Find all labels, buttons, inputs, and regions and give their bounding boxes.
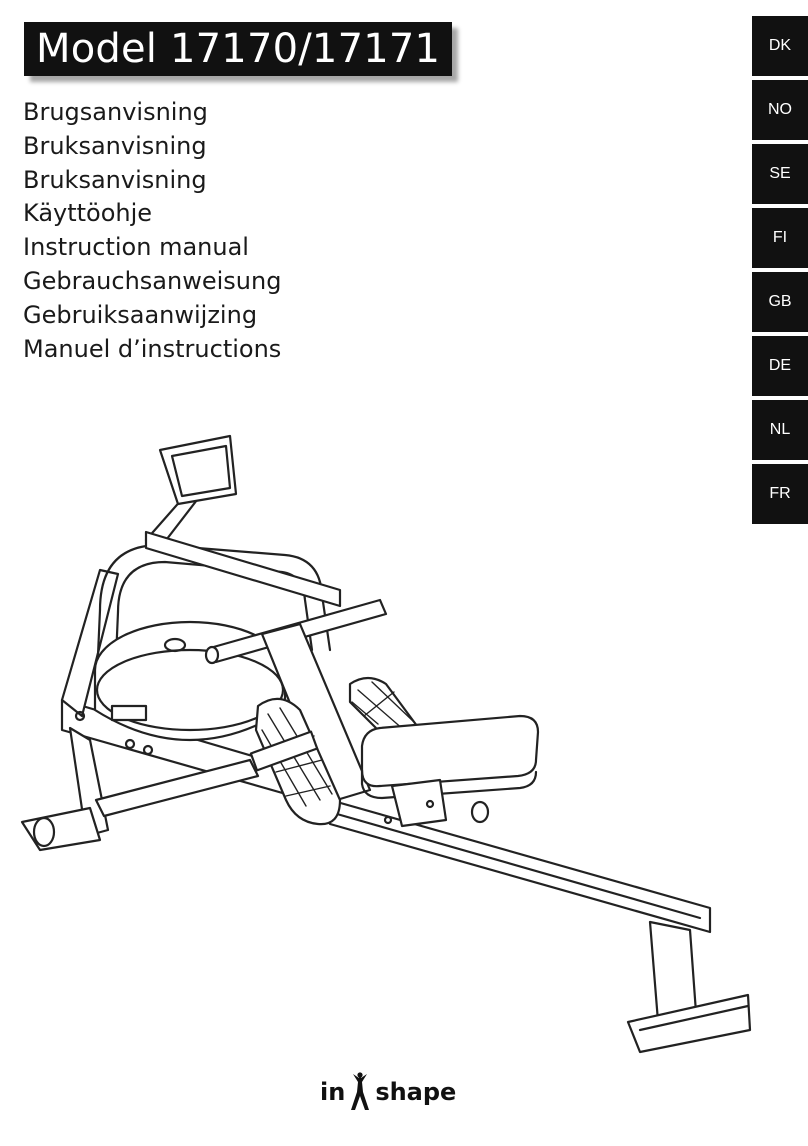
monitor-part	[144, 434, 342, 608]
brand-suffix: shape	[375, 1078, 457, 1106]
rowing-machine-illustration	[20, 434, 752, 1054]
language-title-list: Brugsanvisning Bruksanvisning Bruksanvis…	[23, 96, 281, 366]
language-title-se: Bruksanvisning	[23, 165, 207, 194]
rail-part	[328, 798, 752, 1054]
brand-prefix: in	[320, 1078, 346, 1106]
language-title-fi: Käyttöohje	[23, 199, 153, 228]
language-tab-nl[interactable]: NL	[752, 400, 808, 460]
language-title-gb: Instruction manual	[23, 233, 249, 262]
language-title-nl: Gebruiksaanwijzing	[23, 300, 258, 329]
language-title-no: Bruksanvisning	[23, 131, 207, 160]
language-tab-fr[interactable]: FR	[752, 464, 808, 524]
language-tab-dk[interactable]: DK	[752, 16, 808, 76]
seat-part	[360, 714, 540, 828]
figure-icon	[351, 1072, 370, 1110]
language-tab-se[interactable]: SE	[752, 144, 808, 204]
language-tab-gb[interactable]: GB	[752, 272, 808, 332]
water-tank-part	[93, 620, 287, 741]
language-title-dk: Brugsanvisning	[23, 98, 208, 126]
language-tab-de[interactable]: DE	[752, 336, 808, 396]
inshape-logo: in shape	[320, 1070, 456, 1114]
model-title: Model 17170/17171	[24, 22, 453, 76]
language-title-fr: Manuel d’instructions	[23, 334, 282, 363]
language-tab-fi[interactable]: FI	[752, 208, 808, 268]
language-tab-no[interactable]: NO	[752, 80, 808, 140]
language-title-de: Gebrauchsanweisung	[23, 266, 282, 295]
handle-part	[204, 598, 388, 804]
